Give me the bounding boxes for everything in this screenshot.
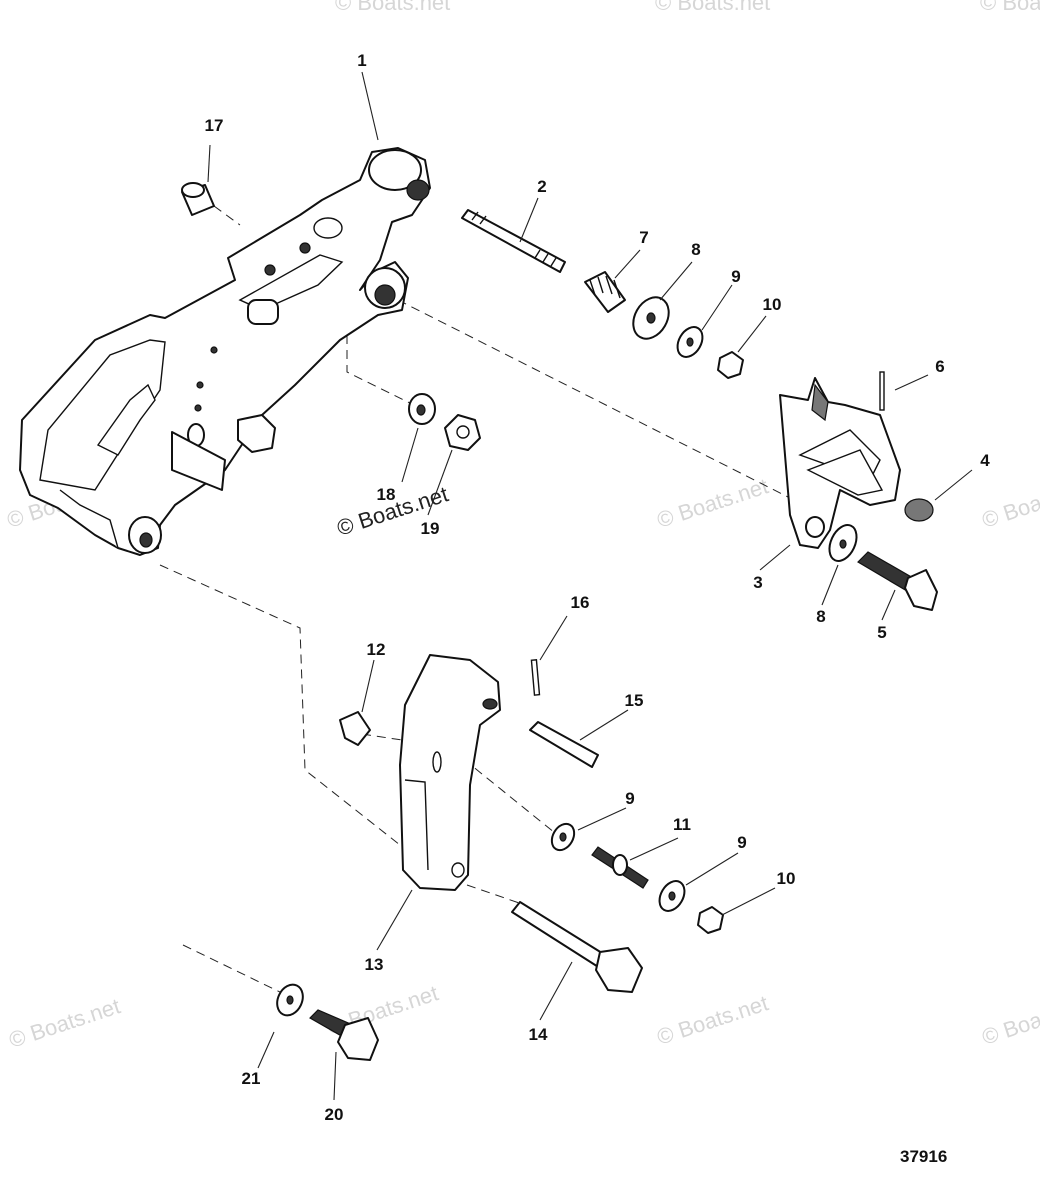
callout-16: 16 [571, 593, 590, 612]
part-12-clip [339, 711, 371, 746]
watermark: © Boats.net [335, 0, 450, 15]
part-7-spring [584, 271, 626, 313]
callout-11: 11 [673, 815, 691, 834]
part-21-washer-hole [286, 995, 294, 1005]
callout-8-lower: 8 [816, 607, 825, 626]
part-11-stud [591, 846, 649, 889]
callout-9-upper: 9 [731, 267, 740, 286]
watermark: © Boats.net [655, 0, 770, 15]
callout-21: 21 [242, 1069, 261, 1088]
part-4-cap [904, 498, 934, 522]
watermark: © Boats.net [6, 993, 123, 1052]
callout-13: 13 [365, 955, 384, 974]
part-19-nut-hole [456, 425, 470, 439]
callout-15: 15 [625, 691, 644, 710]
part-13-lower-lever [399, 654, 501, 891]
callout-4: 4 [980, 451, 990, 470]
part-17-bushing [181, 182, 215, 216]
callout-3: 3 [753, 573, 762, 592]
watermark: © Boats.net [979, 473, 1040, 532]
callout-7: 7 [639, 228, 648, 247]
part-9-washer-low-hole [668, 891, 676, 901]
part-1-shift-bracket [19, 147, 431, 556]
callout-18: 18 [377, 485, 396, 504]
callout-5: 5 [877, 623, 886, 642]
part-8-washer-hole [646, 312, 656, 324]
part-18-washer-hole [416, 404, 426, 416]
part-8-washer-lower-hole [839, 539, 847, 549]
part-3-lever [779, 377, 901, 549]
watermark: © Boats.net [654, 990, 771, 1049]
callout-labels: 1 2 3 4 5 6 7 8 8 9 9 9 10 10 11 12 13 1… [205, 51, 991, 1124]
callout-2: 2 [537, 177, 546, 196]
part-9-washer-hole [686, 337, 694, 347]
part-10-nut [717, 351, 744, 379]
part-6-pin [879, 371, 885, 411]
callout-1: 1 [357, 51, 366, 70]
part-10-nut-low [697, 906, 724, 934]
part-16-pin [530, 659, 541, 696]
callout-12: 12 [367, 640, 386, 659]
callout-19: 19 [421, 519, 440, 538]
watermark: © Boats.net [980, 0, 1040, 15]
callout-20: 20 [325, 1105, 344, 1124]
callout-9-mid: 9 [625, 789, 634, 808]
callout-6: 6 [935, 357, 944, 376]
callout-14: 14 [529, 1025, 548, 1044]
callout-9-lower: 9 [737, 833, 746, 852]
leader-lines [207, 71, 973, 1101]
watermark: © Boats.net [654, 473, 771, 532]
callout-10-lower: 10 [777, 869, 796, 888]
callout-8-upper: 8 [691, 240, 700, 259]
part-14-bolt [511, 901, 643, 993]
part-2-stud [461, 209, 566, 273]
callout-17: 17 [205, 116, 224, 135]
callout-10-upper: 10 [763, 295, 782, 314]
part-20-bolt [309, 1009, 379, 1061]
part-15-pin [529, 721, 599, 768]
figure-number: 37916 [900, 1147, 947, 1166]
part-5-bolt [857, 551, 938, 611]
part-9-washer-mid-hole [559, 832, 567, 842]
watermark: © Boats.net [979, 990, 1040, 1049]
